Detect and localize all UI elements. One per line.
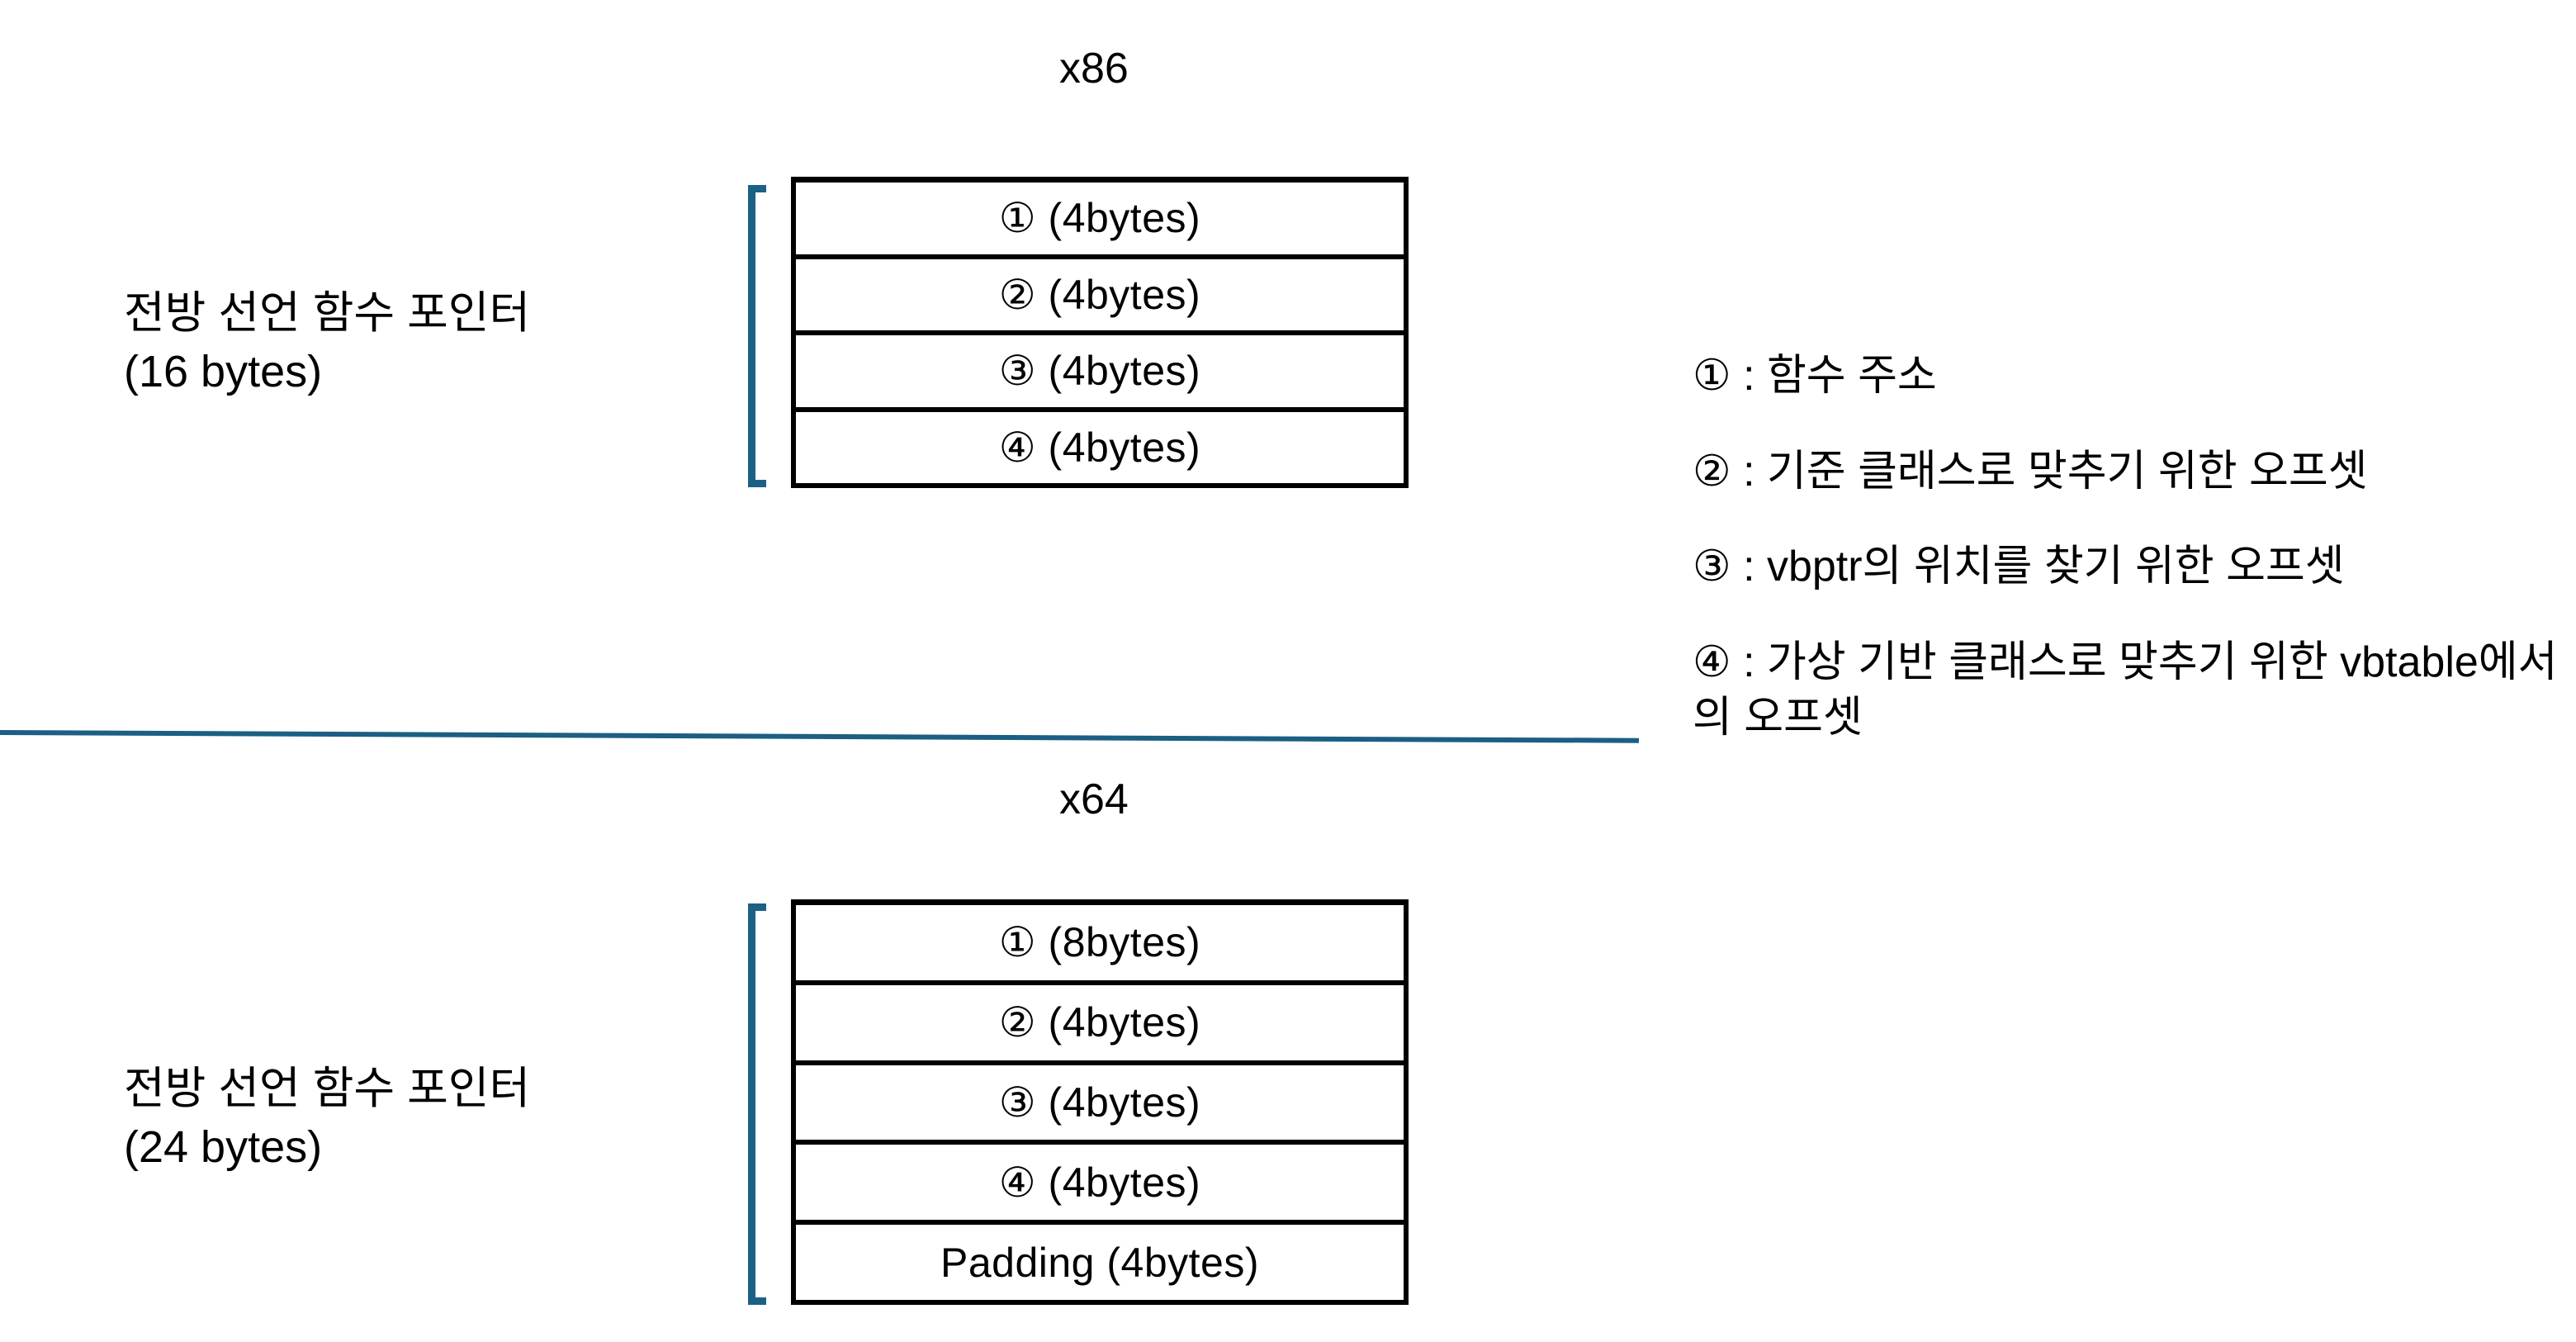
table-row-label: ① (4bytes) [998, 195, 1201, 242]
memory-layout-table-x64: ① (8bytes) ② (4bytes) ③ (4bytes) ④ (4byt… [791, 899, 1409, 1305]
memory-layout-table-x86: ① (4bytes) ② (4bytes) ③ (4bytes) ④ (4byt… [791, 177, 1409, 488]
table-row: ② (4bytes) [796, 258, 1404, 335]
section-label-x64-line1: 전방 선언 함수 포인터 [124, 1064, 531, 1113]
table-row-label: Padding (4bytes) [940, 1239, 1259, 1286]
table-row: ③ (4bytes) [796, 335, 1404, 412]
section-divider [0, 730, 1639, 743]
section-label-x86-size: (16 bytes) [124, 347, 323, 397]
table-row-label: ③ (4bytes) [998, 348, 1201, 395]
table-row: Padding (4bytes) [796, 1225, 1404, 1300]
table-row: ③ (4bytes) [796, 1065, 1404, 1145]
table-row-label: ④ (4bytes) [998, 424, 1201, 471]
table-row: ② (4bytes) [796, 984, 1404, 1065]
section-label-x86: 전방 선언 함수 포인터 (16 bytes) [124, 284, 530, 402]
table-row-label: ① (8bytes) [998, 919, 1201, 966]
legend-item-3: ③ : vbptr의 위치를 찾기 위한 오프셋 [1693, 543, 2345, 591]
section-label-x86-line1: 전방 선언 함수 포인터 [124, 288, 531, 338]
group-brace-x86 [748, 185, 766, 487]
table-row-label: ② (4bytes) [998, 271, 1201, 318]
legend-item-4: ④ : 가상 기반 클래스로 맞추기 위한 vbtable에서의 오프셋 [1693, 638, 2558, 742]
table-row: ① (8bytes) [796, 905, 1404, 985]
table-row: ① (4bytes) [796, 183, 1404, 259]
legend-item-2: ② : 기준 클래스로 맞추기 위한 오프셋 [1693, 447, 2368, 496]
legend-item-1: ① : 함수 주소 [1693, 352, 1937, 400]
section-label-x64-size: (24 bytes) [124, 1122, 323, 1173]
group-brace-x64 [748, 903, 766, 1305]
table-row-label: ② (4bytes) [998, 999, 1201, 1046]
table-row-label: ④ (4bytes) [998, 1159, 1201, 1206]
table-row: ④ (4bytes) [796, 411, 1404, 483]
section-label-x64: 전방 선언 함수 포인터 (24 bytes) [124, 1060, 530, 1178]
arch-title-x64: x64 [1059, 775, 1129, 823]
legend: ① : 함수 주소 ② : 기준 클래스로 맞추기 위한 오프셋 ③ : vbp… [1693, 349, 2576, 786]
arch-title-x86: x86 [1059, 45, 1129, 92]
table-row: ④ (4bytes) [796, 1145, 1404, 1226]
table-row-label: ③ (4bytes) [998, 1079, 1201, 1126]
